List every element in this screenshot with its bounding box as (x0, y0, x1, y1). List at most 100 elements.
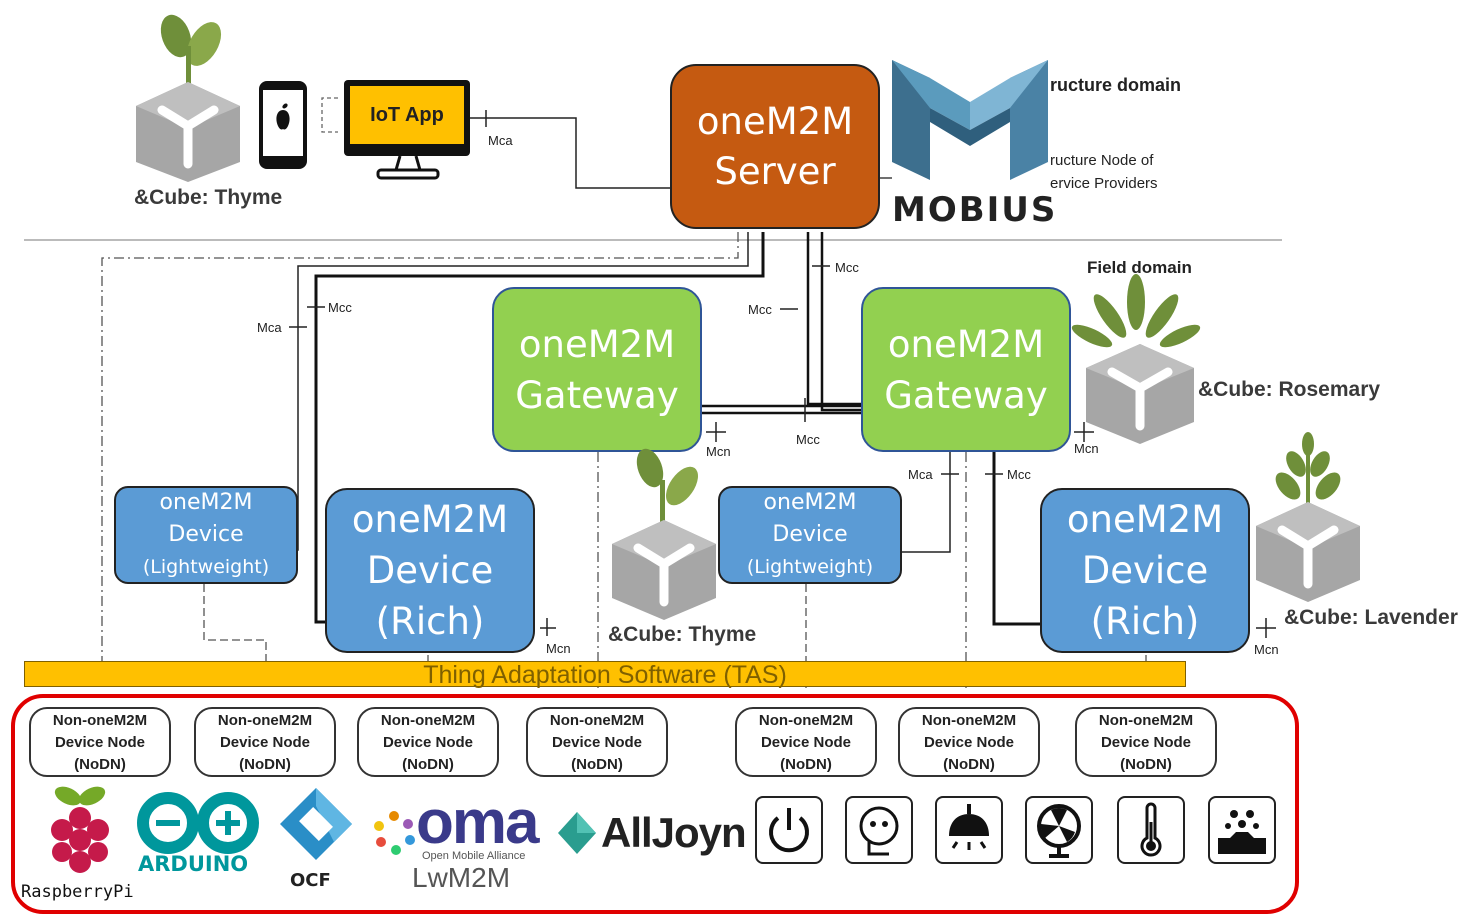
nodn-2-line1: Non-oneM2M (217, 712, 313, 729)
device-light-left-line1: oneM2M (159, 490, 253, 515)
cube-lavender-label: &Cube: Lavender (1284, 606, 1458, 629)
raspberry-pi-label: RaspberryPi (21, 882, 134, 902)
nodn-3-line1: Non-oneM2M (380, 712, 476, 729)
nodn-5-line1: Non-oneM2M (758, 712, 854, 729)
server-line2: Server (714, 149, 836, 193)
nodn-3-line2: Device Node (382, 734, 474, 751)
device-light-left-line3: (Lightweight) (142, 556, 270, 578)
gateway-left-line2: Gateway (515, 373, 679, 417)
sprinkler-device-box[interactable] (1208, 796, 1276, 864)
nodn-1-line3: (NoDN) (74, 756, 126, 773)
ref-mcn-gw-right: Mcn (1074, 441, 1099, 456)
onem2m-device-rich-right[interactable]: oneM2M Device (Rich) (1040, 488, 1250, 653)
fan-icon (1037, 804, 1081, 858)
ref-mcn-rich-left: Mcn (546, 641, 571, 656)
raspberry-pi-logo-icon (51, 786, 109, 873)
oma-wordmark: oma (416, 788, 539, 857)
device-light-mid-line2: Device (772, 522, 848, 547)
onem2m-gateway-right[interactable]: oneM2M Gateway (861, 287, 1071, 452)
onem2m-device-lightweight-left[interactable]: oneM2M Device (Lightweight) (114, 486, 298, 584)
monitor-stand-icon (376, 155, 440, 180)
fan-device-box[interactable] (1025, 796, 1093, 864)
nodn-box-6[interactable]: Non-oneM2M Device Node (NoDN) (898, 707, 1040, 777)
device-rich-left-line3: (Rich) (375, 600, 485, 643)
nodn-6-line3: (NoDN) (943, 756, 995, 773)
nodn-7-line2: Device Node (1100, 734, 1192, 751)
cube-thyme-mid-label: &Cube: Thyme (608, 623, 757, 646)
gateway-right-line2: Gateway (884, 373, 1048, 417)
smartphone-icon (259, 81, 307, 169)
nodn-4-line3: (NoDN) (571, 756, 623, 773)
nodn-box-4[interactable]: Non-oneM2M Device Node (NoDN) (526, 707, 668, 777)
mobius-wordmark: MOBIUS (892, 190, 1058, 230)
ocf-logo-icon (280, 788, 352, 860)
ocf-label: OCF (290, 870, 331, 891)
ref-mcc-server-gw: Mcc (835, 260, 859, 275)
thermometer-device-box[interactable] (1117, 796, 1185, 864)
nodn-5-line3: (NoDN) (780, 756, 832, 773)
arduino-logo-icon (137, 792, 259, 854)
plug-device-box[interactable] (845, 796, 913, 864)
infrastructure-node-line1: ructure Node of (1050, 152, 1154, 169)
nodn-6-line1: Non-oneM2M (921, 712, 1017, 729)
lamp-device-box[interactable] (935, 796, 1003, 864)
ref-mca-gw-light: Mca (908, 467, 933, 482)
onem2m-server[interactable]: oneM2M Server (670, 64, 880, 229)
oma-subtitle: Open Mobile Alliance (422, 850, 526, 862)
device-rich-right-line3: (Rich) (1090, 600, 1200, 643)
ref-mcc-rich-left: Mcc (328, 300, 352, 315)
server-line1: oneM2M (696, 99, 854, 143)
plug-icon (859, 806, 899, 856)
nodn-6-line2: Device Node (923, 734, 1015, 751)
gateway-right-line1: oneM2M (887, 322, 1045, 366)
ref-mcc-gw-gw: Mcc (796, 432, 820, 447)
thermometer-icon (1140, 802, 1162, 857)
power-icon (769, 808, 809, 853)
nodn-2-line3: (NoDN) (239, 756, 291, 773)
cube-thyme-mid-icon (612, 448, 716, 620)
mobius-logo-icon (892, 60, 1048, 180)
onem2m-gateway-left[interactable]: oneM2M Gateway (492, 287, 702, 452)
ref-mcn-gw-left: Mcn (706, 444, 731, 459)
ref-mcc-gw-rich: Mcc (1007, 467, 1031, 482)
device-light-mid-line3: (Lightweight) (746, 556, 874, 578)
arduino-label: ARDUINO (138, 852, 249, 876)
nodn-1-line2: Device Node (54, 734, 146, 751)
device-rich-right-line1: oneM2M (1066, 498, 1224, 541)
cube-lavender-icon (1256, 432, 1360, 602)
iot-app-monitor[interactable]: IoT App (344, 80, 470, 156)
gateway-left-line1: oneM2M (518, 322, 676, 366)
nodn-7-line3: (NoDN) (1120, 756, 1172, 773)
cube-rosemary-label: &Cube: Rosemary (1198, 378, 1381, 401)
onem2m-device-rich-left[interactable]: oneM2M Device (Rich) (325, 488, 535, 653)
nodn-box-2[interactable]: Non-oneM2M Device Node (NoDN) (194, 707, 336, 777)
nodn-3-line3: (NoDN) (402, 756, 454, 773)
nodn-box-5[interactable]: Non-oneM2M Device Node (NoDN) (735, 707, 877, 777)
iot-app-label: IoT App (350, 86, 464, 144)
device-light-left-line2: Device (168, 522, 244, 547)
nodn-4-line1: Non-oneM2M (549, 712, 645, 729)
ref-mca-light-left: Mca (257, 320, 282, 335)
device-rich-left-line2: Device (366, 549, 494, 592)
nodn-box-1[interactable]: Non-oneM2M Device Node (NoDN) (29, 707, 171, 777)
oma-dots-icon (374, 811, 415, 855)
lwm2m-label: LwM2M (412, 862, 511, 893)
ref-mca-app: Mca (488, 133, 513, 148)
alljoyn-wordmark: AllJoyn (601, 809, 747, 856)
cube-thyme-top-icon (136, 14, 240, 182)
lamp-icon (949, 804, 989, 850)
nodn-box-3[interactable]: Non-oneM2M Device Node (NoDN) (357, 707, 499, 777)
field-domain-label: Field domain (1087, 258, 1192, 277)
thing-adaptation-software-bar: Thing Adaptation Software (TAS) (24, 661, 1186, 688)
non-onem2m-device-area (11, 694, 1299, 914)
device-light-mid-line1: oneM2M (763, 490, 857, 515)
onem2m-device-lightweight-mid[interactable]: oneM2M Device (Lightweight) (718, 486, 902, 584)
power-device-box[interactable] (755, 796, 823, 864)
sprinkler-icon (1218, 810, 1266, 854)
nodn-7-line1: Non-oneM2M (1098, 712, 1194, 729)
alljoyn-logo-icon (558, 812, 596, 854)
nodn-box-7[interactable]: Non-oneM2M Device Node (NoDN) (1075, 707, 1217, 777)
device-rich-right-line2: Device (1081, 549, 1209, 592)
ref-mcc-server-gw2: Mcc (748, 302, 772, 317)
